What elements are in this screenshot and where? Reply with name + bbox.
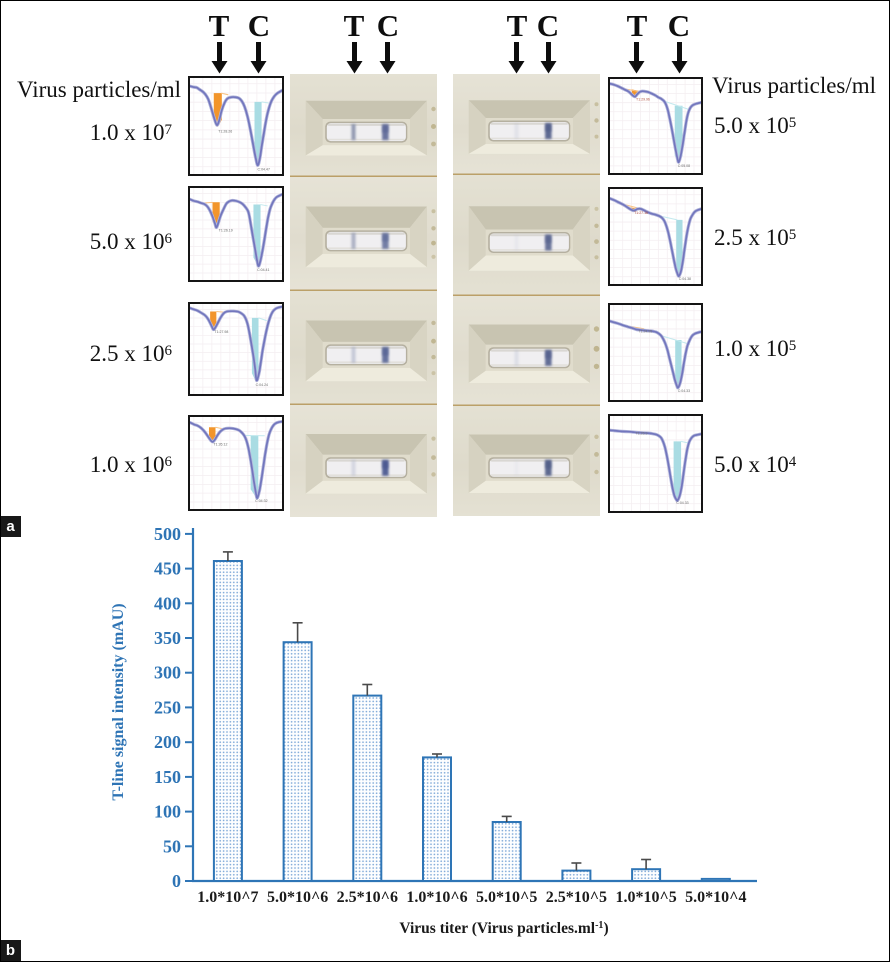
svg-text:350: 350 [154, 628, 181, 648]
svg-text:C:04.33: C:04.33 [678, 389, 690, 393]
svg-text:C:04.33: C:04.33 [676, 501, 688, 505]
svg-text:250: 250 [154, 697, 181, 717]
svg-text:200: 200 [154, 732, 181, 752]
svg-text:0: 0 [172, 871, 181, 891]
svg-text:5.0*10^5: 5.0*10^5 [476, 889, 537, 906]
svg-text:450: 450 [154, 559, 181, 579]
svg-text:T1:26.19: T1:26.19 [219, 229, 233, 233]
svg-text:300: 300 [154, 663, 181, 683]
svg-text:2.5*10^5: 2.5*10^5 [546, 889, 607, 906]
svg-text:T1:26.9: T1:26.9 [636, 432, 648, 436]
svg-text:500: 500 [154, 524, 181, 544]
svg-text:T1:24.95: T1:24.95 [638, 330, 652, 334]
svg-text:1.0*10^6: 1.0*10^6 [406, 889, 467, 906]
svg-text:C:04.41: C:04.41 [257, 268, 269, 272]
svg-text:T1:28.26: T1:28.26 [218, 130, 232, 134]
svg-text:T1:27.16: T1:27.16 [634, 211, 648, 215]
svg-text:5.0*10^6: 5.0*10^6 [267, 889, 328, 906]
svg-text:C:05.08: C:05.08 [678, 164, 690, 168]
svg-text:C:04:32: C:04:32 [255, 499, 267, 503]
svg-text:1.0*10^7: 1.0*10^7 [197, 889, 258, 906]
svg-text:5.0*10^4: 5.0*10^4 [685, 889, 746, 906]
svg-text:2.5*10^6: 2.5*10^6 [337, 889, 398, 906]
svg-text:T1:26:12: T1:26:12 [213, 443, 227, 447]
svg-text:C:04.38: C:04.38 [679, 277, 691, 281]
svg-text:100: 100 [154, 802, 181, 822]
svg-text:1.0*10^5: 1.0*10^5 [615, 889, 676, 906]
svg-text:Virus titer (Virus particles.m: Virus titer (Virus particles.ml-1) [399, 920, 608, 937]
svg-text:400: 400 [154, 593, 181, 613]
svg-text:150: 150 [154, 767, 181, 787]
svg-text:T1:29.96: T1:29.96 [636, 98, 650, 102]
svg-text:T1:27.98: T1:27.98 [214, 330, 228, 334]
svg-text:C:04.24: C:04.24 [256, 383, 268, 387]
svg-text:50: 50 [163, 836, 181, 856]
svg-text:T-line signal intensity (mAU): T-line signal intensity (mAU) [110, 603, 127, 800]
svg-text:C:04.47: C:04.47 [258, 168, 270, 172]
